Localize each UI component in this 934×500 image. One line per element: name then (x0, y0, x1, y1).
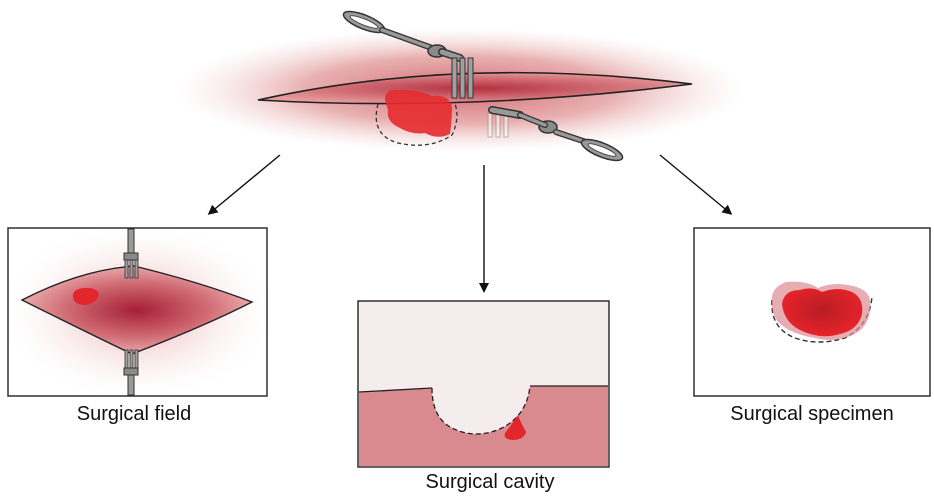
arrow-icon (210, 155, 280, 213)
surgical-field-caption: Surgical field (18, 402, 250, 426)
surgical-cavity-panel (358, 301, 609, 467)
lower-forceps-tines (488, 113, 508, 137)
surgical-specimen-caption: Surgical specimen (690, 402, 934, 426)
surgical-field-panel (8, 228, 267, 396)
arrow-icon (660, 155, 730, 213)
surgical-cavity-caption: Surgical cavity (340, 470, 640, 494)
surgical-specimen-panel (694, 228, 930, 396)
